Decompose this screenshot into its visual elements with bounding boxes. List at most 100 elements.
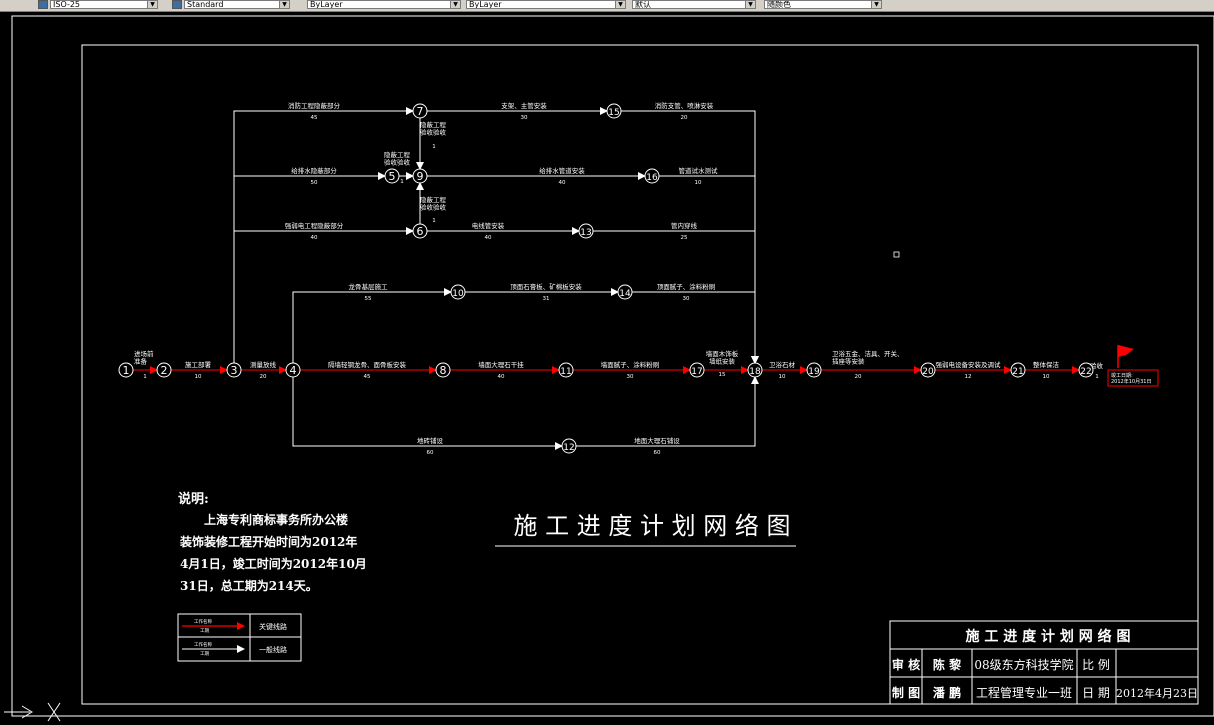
node-number: 20 xyxy=(922,367,934,377)
activity-name: 给排水隐蔽部分 xyxy=(291,166,337,175)
activity-name: 测量放线 xyxy=(250,360,277,369)
chevron-down-icon[interactable]: ▼ xyxy=(871,1,881,8)
chevron-down-icon[interactable]: ▼ xyxy=(745,1,755,8)
activity-name: 准备 xyxy=(134,357,148,366)
node-circle[interactable] xyxy=(412,103,428,119)
activity-name: 地面大理石铺设 xyxy=(634,436,680,445)
node-number: 10 xyxy=(452,289,464,299)
node-number: 2 xyxy=(161,364,168,377)
node-circle[interactable] xyxy=(285,362,301,378)
legend-critical-label: 关键线路 xyxy=(259,622,287,631)
activity-duration: 40 xyxy=(311,235,318,241)
node-circle[interactable] xyxy=(561,438,577,454)
node-circle[interactable] xyxy=(435,362,451,378)
tablestyle-value: Standard xyxy=(187,0,224,9)
activity-duration: 50 xyxy=(311,180,318,186)
node-circle[interactable] xyxy=(606,103,622,119)
node-circle[interactable] xyxy=(806,362,822,378)
notes-line-2: 装饰装修工程开始时间为2012年 xyxy=(179,534,357,549)
activity-duration: 40 xyxy=(485,235,492,241)
tablestyle-icon[interactable] xyxy=(172,0,182,9)
node-circle[interactable] xyxy=(384,168,400,184)
activity-name: 强弱电工程隐蔽部分 xyxy=(285,221,344,230)
activity-name: 进场前 xyxy=(134,349,154,358)
date-label: 日 期 xyxy=(1082,686,1110,700)
activity-name: 强弱电设备安装及调试 xyxy=(936,360,1002,369)
tablestyle-combo[interactable]: Standard ▼ xyxy=(184,0,290,9)
title-block: 施 工 进 度 计 划 网 络 图 审 核 陈 黎 08级东方科技学院 比 例 … xyxy=(889,620,1199,705)
edge-a3_7 xyxy=(233,107,414,363)
activity-duration: 10 xyxy=(1043,374,1050,380)
node-circle[interactable] xyxy=(412,168,428,184)
activity-duration: 10 xyxy=(779,374,786,380)
chevron-down-icon[interactable]: ▼ xyxy=(450,1,460,8)
activity-name: 验收验收 xyxy=(384,158,411,167)
node-circle[interactable] xyxy=(118,362,134,378)
activity-duration: 10 xyxy=(195,374,202,380)
linetype-value: ByLayer xyxy=(469,0,502,9)
chevron-down-icon[interactable]: ▼ xyxy=(147,1,157,8)
activity-duration: 60 xyxy=(654,450,661,456)
notes-line-3: 4月1日，竣工时间为2012年10月 xyxy=(180,556,367,571)
node-number: 8 xyxy=(440,364,447,377)
node-circle[interactable] xyxy=(558,362,574,378)
activity-name: 墙面腻子、涂料粉刷 xyxy=(601,360,660,369)
activity-duration: 30 xyxy=(521,115,528,121)
edge-a3_5 xyxy=(233,172,386,363)
date-value: 2012年4月23日 xyxy=(1116,686,1198,700)
node-number: 13 xyxy=(580,228,591,238)
activity-name: 消防工程隐蔽部分 xyxy=(288,101,341,110)
activity-duration: 45 xyxy=(311,115,318,121)
node-circle[interactable] xyxy=(412,223,428,239)
activity-duration: 1 xyxy=(400,179,404,185)
node-circle[interactable] xyxy=(644,168,660,184)
node-number: 7 xyxy=(417,105,424,118)
major-name: 工程管理专业一班 xyxy=(976,685,1072,700)
chevron-down-icon[interactable]: ▼ xyxy=(615,1,625,8)
legend: 工作名称 工期 关键线路 工作名称 工期 一般线路 xyxy=(177,613,302,662)
dimstyle-icon[interactable] xyxy=(38,0,48,9)
activity-name: 龙骨基层施工 xyxy=(349,282,389,291)
lineweight-value: 默认 xyxy=(635,0,651,9)
node-circle[interactable] xyxy=(156,362,172,378)
chevron-down-icon[interactable]: ▼ xyxy=(279,1,289,8)
edge-a14_18 xyxy=(632,291,759,364)
node-number: 5 xyxy=(389,170,396,183)
edge-a12_18 xyxy=(576,376,759,447)
node-circle[interactable] xyxy=(226,362,242,378)
node-circle[interactable] xyxy=(1078,362,1094,378)
node-number: 6 xyxy=(417,225,424,238)
node-circle[interactable] xyxy=(450,284,466,300)
color-combo[interactable]: ByLayer ▼ xyxy=(307,0,461,9)
activity-duration: 40 xyxy=(559,180,566,186)
activity-name: 给排水管道安装 xyxy=(539,166,585,175)
notes-line-1: 上海专利商标事务所办公楼 xyxy=(204,512,348,527)
node-number: 1 xyxy=(123,364,130,377)
drawing-canvas[interactable]: 进场前准备1施工部署10测量放线20消防工程隐蔽部分45给排水隐蔽部分50强弱电… xyxy=(0,11,1214,725)
activity-duration: 15 xyxy=(719,372,726,378)
legend-normal-label: 一般线路 xyxy=(259,645,287,654)
node-circle[interactable] xyxy=(689,362,705,378)
node-circle[interactable] xyxy=(920,362,936,378)
plotstyle-combo[interactable]: 随颜色▼ xyxy=(764,0,882,9)
activity-name: 卫浴五金、洁具、开关、 xyxy=(832,349,904,358)
drawn-label: 制 图 xyxy=(892,685,920,700)
color-value: ByLayer xyxy=(310,0,343,9)
dimstyle-combo[interactable]: ISO-25▼ xyxy=(50,0,158,9)
node-circle[interactable] xyxy=(747,362,763,378)
activity-name: 电线管安装 xyxy=(472,221,505,230)
node-circle[interactable] xyxy=(1010,362,1026,378)
activity-name: 验收 xyxy=(1090,361,1104,370)
activity-duration: 20 xyxy=(260,374,267,380)
node-circle[interactable] xyxy=(617,284,633,300)
activity-name: 墙纸安装 xyxy=(709,357,736,366)
linetype-combo[interactable]: ByLayer ▼ xyxy=(466,0,626,9)
edge-a13_18 xyxy=(593,230,759,364)
node-circle[interactable] xyxy=(578,223,594,239)
activity-name: 墙面木饰板 xyxy=(706,349,739,358)
lineweight-combo[interactable]: 默认 ▼ xyxy=(632,0,756,9)
review-label: 审 核 xyxy=(892,657,920,672)
cad-toolbar: ISO-25▼ Standard▼ ByLayer▼ ByLayer▼ 默认▼ … xyxy=(0,0,1214,12)
edge-a16_18 xyxy=(659,175,759,364)
legend-normal-top: 工作名称 xyxy=(194,641,212,648)
